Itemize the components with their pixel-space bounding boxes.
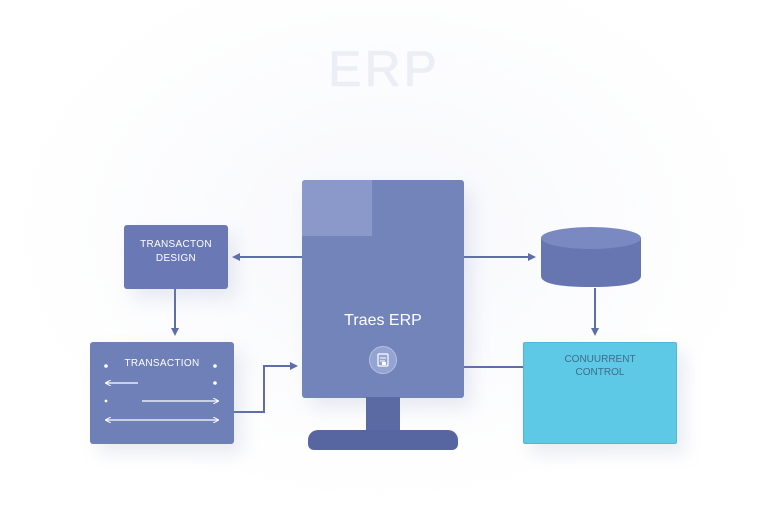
document-icon [369, 346, 397, 374]
monitor-stand-base [308, 430, 458, 450]
server-label: Traes ERP [344, 312, 422, 329]
transaction-label: TRANSACTION [124, 358, 200, 369]
transaction-design-line1: TRANSACTON [140, 239, 212, 250]
concurrent-control-line2: CONTROL [575, 367, 625, 378]
server-highlight-corner [302, 180, 372, 236]
transaction-box: TRANSACTION [90, 342, 234, 444]
arrow-transaction-to-server [234, 362, 298, 413]
erp-server-panel: Traes ERP [302, 180, 464, 398]
concurrent-control-line1: CONUURRENT [564, 354, 636, 365]
transaction-lines-icon [104, 364, 234, 444]
monitor-stand-neck [366, 397, 400, 433]
database-cylinder-icon [541, 227, 641, 287]
transaction-design-line2: DESIGN [155, 253, 197, 264]
concurrent-control-box: CONUURRENT CONTROL [523, 342, 677, 444]
page-title: ERP [328, 41, 440, 97]
transaction-design-box: TRANSACTON DESIGN [124, 225, 228, 289]
